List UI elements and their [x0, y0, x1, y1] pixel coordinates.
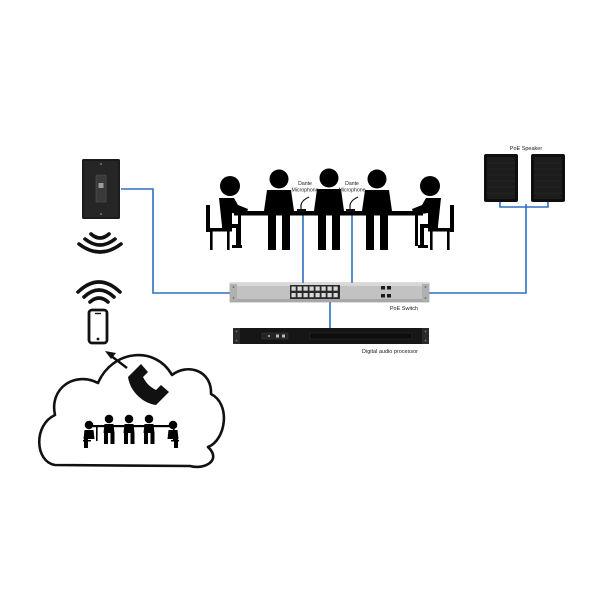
dsp-label: Digital audio processor	[362, 349, 418, 355]
cloud-icon	[37, 353, 226, 469]
ethernet-port-icon	[333, 293, 338, 298]
person-icon	[206, 176, 248, 250]
conference-table	[234, 211, 423, 216]
speaker-icon	[484, 154, 518, 202]
ethernet-port-icon	[303, 293, 308, 298]
ethernet-port-icon	[315, 286, 320, 291]
ethernet-port-icon	[333, 286, 338, 291]
network-cables	[121, 188, 549, 328]
ethernet-port-icon	[297, 286, 302, 291]
ethernet-port-icon	[321, 293, 326, 298]
person-icon	[264, 169, 294, 250]
conference-room	[206, 168, 454, 250]
remote-meeting-group	[83, 414, 179, 448]
person-icon	[412, 176, 454, 250]
ethernet-port-icon	[297, 293, 302, 298]
ethernet-port-icon	[291, 293, 296, 298]
dante-mic-left-label-1: Dante	[298, 181, 312, 187]
dante-mic-right-label-1: Dante	[345, 181, 359, 187]
digital-audio-processor	[233, 328, 429, 344]
wireless-signal-icon	[77, 232, 123, 254]
ethernet-port-icon	[327, 286, 332, 291]
poe-switch-label: PoE Switch	[390, 306, 418, 312]
wireless-signal-icon	[76, 280, 122, 304]
ethernet-port-icon	[309, 293, 314, 298]
dante-mic-right-label-2: Microphone	[338, 188, 365, 194]
ethernet-port-icon	[315, 293, 320, 298]
dante-mic-left-label-2: Microphone	[291, 188, 318, 194]
ethernet-port-icon	[309, 286, 314, 291]
dante-microphone-icon	[300, 196, 359, 211]
person-icon	[314, 168, 344, 250]
smartphone-icon	[87, 308, 109, 345]
wall-panel-icon	[82, 159, 120, 219]
ethernet-port-icon	[290, 285, 340, 299]
person-icon	[362, 169, 392, 250]
cable-wall-panel-to-switch	[121, 188, 232, 294]
speaker-icon	[531, 154, 565, 202]
ethernet-port-icon	[321, 286, 326, 291]
ethernet-port-icon	[327, 293, 332, 298]
arrow-icon	[105, 351, 128, 369]
phone-handset-icon	[128, 364, 169, 405]
ethernet-port-icon	[303, 286, 308, 291]
cable-switch-to-speakers	[427, 204, 527, 294]
poe-switch	[229, 282, 430, 303]
ethernet-port-icon	[291, 286, 296, 291]
cable-speaker-link	[499, 202, 549, 208]
poe-speaker-label: PoE Speaker	[510, 146, 543, 152]
